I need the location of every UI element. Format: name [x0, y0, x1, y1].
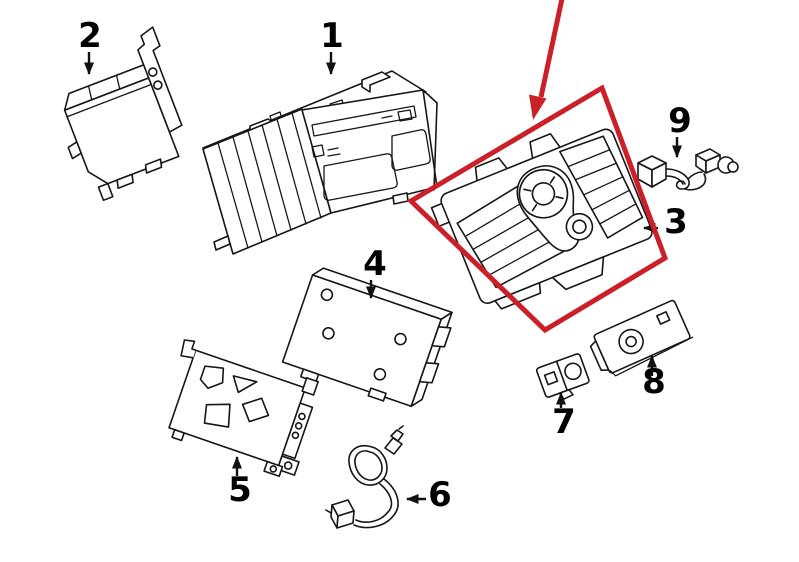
part-6-antenna-cable-icon[interactable]: [325, 425, 404, 529]
callout-6-label[interactable]: 6: [428, 475, 452, 515]
highlight-arrow: [529, 0, 565, 120]
callout-3-label[interactable]: 3: [664, 202, 688, 242]
callout-8-label[interactable]: 8: [642, 362, 666, 402]
callout-9-label[interactable]: 9: [668, 101, 692, 141]
part-8-media-port-panel-icon[interactable]: [587, 299, 694, 380]
part-2-control-module-icon[interactable]: [39, 26, 205, 205]
part-7-auxiliary-input-jack-icon[interactable]: [535, 353, 592, 404]
part-1-radio-head-unit-icon[interactable]: [202, 70, 438, 255]
callout-1-label[interactable]: 1: [320, 16, 344, 56]
highlight-box: [406, 84, 669, 334]
callout-2-label[interactable]: 2: [78, 16, 102, 56]
part-5-side-mounting-bracket-icon[interactable]: [153, 336, 326, 481]
part-9-wiring-pigtail-icon[interactable]: [637, 148, 739, 191]
part-3-control-faceplate-icon[interactable]: [423, 112, 661, 325]
callout-5-label[interactable]: 5: [228, 470, 252, 510]
callout-4-label[interactable]: 4: [363, 244, 387, 284]
callout-7-label[interactable]: 7: [552, 402, 576, 442]
part-4-interface-module-icon[interactable]: [280, 266, 456, 418]
callout-arrows: [84, 52, 682, 504]
